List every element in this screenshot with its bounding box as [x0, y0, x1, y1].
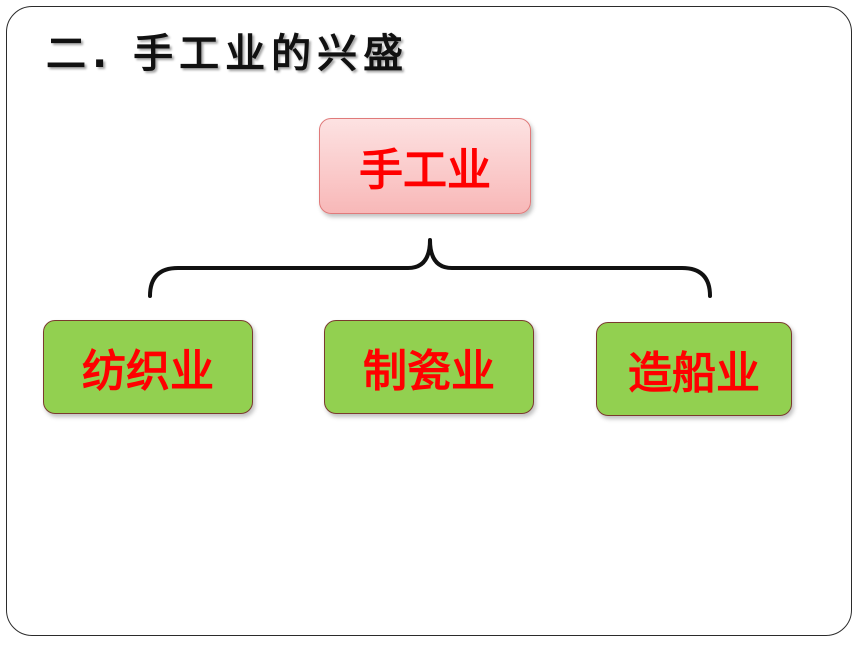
root-node-label: 手工业 [359, 145, 491, 196]
child-node-label: 制瓷业 [363, 346, 495, 397]
child-node-label: 造船业 [628, 348, 760, 399]
child-node-shipbuilding: 造船业 [596, 322, 792, 416]
child-node-porcelain: 制瓷业 [324, 320, 534, 414]
root-node: 手工业 [319, 118, 531, 214]
child-node-label: 纺织业 [82, 346, 214, 397]
child-node-textile: 纺织业 [43, 320, 253, 414]
slide-title: 二. 手工业的兴盛 [46, 31, 410, 77]
curly-brace-connector [148, 238, 712, 298]
brace-path [148, 238, 712, 298]
